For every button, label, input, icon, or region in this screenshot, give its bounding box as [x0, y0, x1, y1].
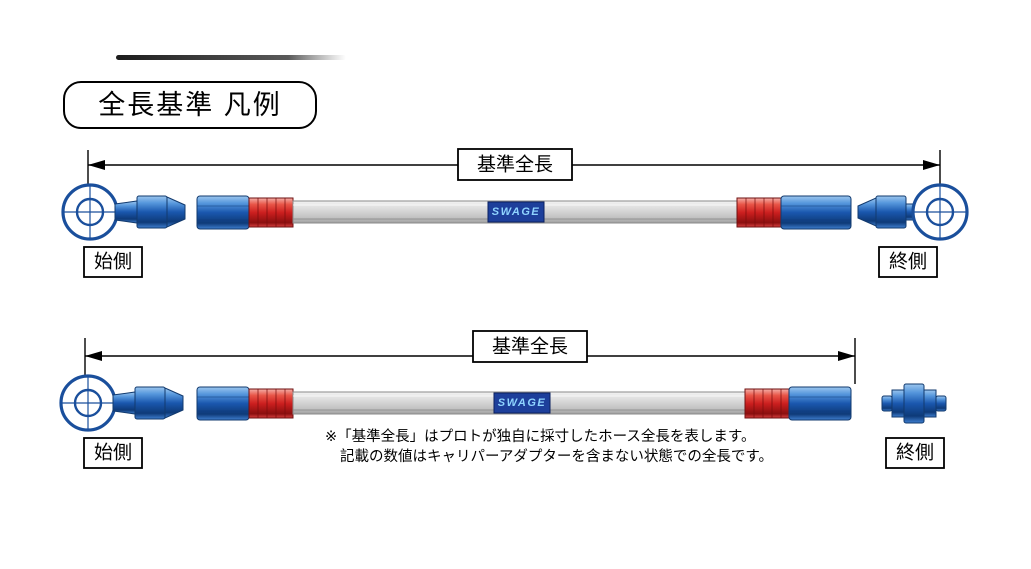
- dimension-bottom: 基準全長: [84, 330, 856, 384]
- arrowhead-right-icon: [923, 160, 940, 170]
- dimension-label-box: [472, 330, 588, 363]
- banjo-cone: [166, 196, 186, 228]
- banjo-nut: [136, 195, 168, 229]
- dimension-label-box: [457, 148, 573, 181]
- swage-brand-label: SWAGE: [498, 397, 546, 409]
- footnote: ※「基準全長」はプロトが独自に採寸したホース全長を表します。 記載の数値はキャリ…: [325, 427, 773, 465]
- banjo-cone: [164, 387, 184, 419]
- male-fitting-hex: [903, 383, 925, 424]
- banjo-fitting-start: [59, 374, 184, 432]
- fitting-blue-right: [788, 386, 852, 421]
- banjo-nut: [134, 386, 166, 420]
- arrowhead-left-icon: [85, 351, 102, 361]
- footnote-line-1: ※「基準全長」はプロトが独自に採寸したホース全長を表します。: [325, 427, 755, 445]
- banjo-stem: [112, 391, 136, 415]
- male-fitting-end: [881, 383, 947, 424]
- banjo-fitting-end: [857, 183, 969, 241]
- banjo-nut: [875, 195, 907, 229]
- fitting-red-left: [248, 197, 294, 228]
- banjo-fitting-start: [61, 183, 186, 241]
- end-side-label-top: 終側: [878, 246, 938, 278]
- start-side-text: 始側: [94, 251, 132, 273]
- end-side-label-bottom: 終側: [885, 437, 945, 469]
- banjo-stem: [114, 200, 138, 224]
- dimension-label: 基準全長: [477, 154, 553, 176]
- fitting-blue-left: [196, 386, 250, 421]
- title-box: 全長基準 凡例: [63, 81, 317, 129]
- hose-diagram-top: 基準全長 SWAGE: [61, 148, 969, 278]
- swage-brand-label: SWAGE: [492, 206, 540, 218]
- top-artifact-line: [116, 55, 346, 60]
- start-side-label-top: 始側: [83, 246, 143, 278]
- fitting-blue-right: [780, 195, 852, 230]
- swage-badge-box: [487, 201, 545, 223]
- start-side-text: 始側: [94, 442, 132, 464]
- fitting-red-left: [248, 388, 294, 419]
- hose-diagram-bottom: 基準全長 SWAGE: [59, 330, 947, 469]
- end-side-text: 終側: [896, 442, 934, 464]
- arrowhead-right-icon: [838, 351, 855, 361]
- footnote-line-2: 記載の数値はキャリパーアダプターを含まない状態での全長です。: [340, 447, 773, 465]
- page-title: 全長基準 凡例: [98, 90, 282, 120]
- fitting-red-right: [736, 197, 782, 228]
- hose-assembly-top: SWAGE: [196, 195, 852, 230]
- start-side-label-bottom: 始側: [83, 437, 143, 469]
- fitting-red-right: [744, 388, 790, 419]
- end-side-text: 終側: [889, 251, 927, 273]
- title-box-border: [63, 81, 317, 129]
- hose-assembly-bottom: SWAGE: [196, 386, 852, 421]
- swage-badge-box: [493, 392, 551, 414]
- dimension-label: 基準全長: [492, 336, 568, 358]
- banjo-cone: [857, 197, 877, 227]
- arrowhead-left-icon: [88, 160, 105, 170]
- fitting-blue-left: [196, 195, 250, 230]
- dimension-top: 基準全長: [87, 148, 941, 192]
